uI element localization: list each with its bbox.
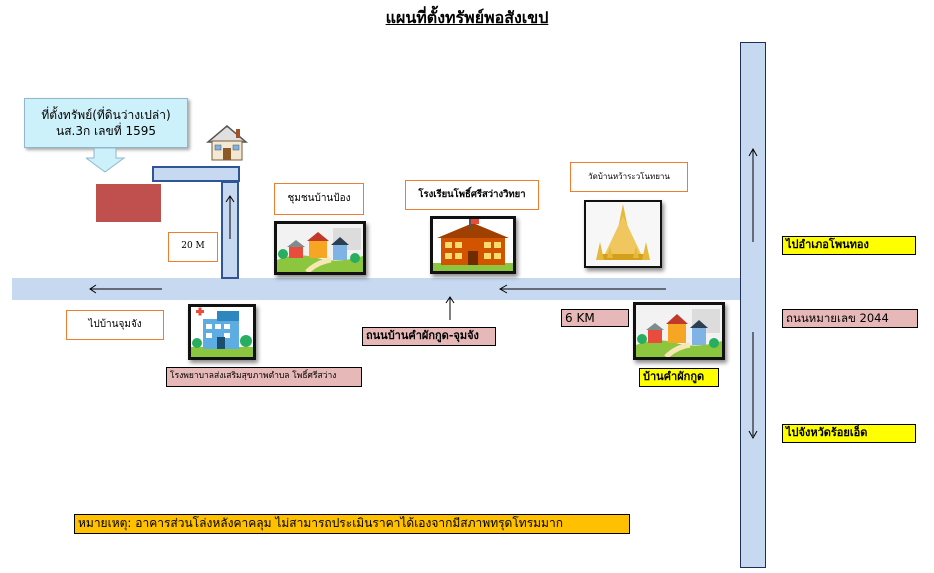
house-icon <box>206 125 248 161</box>
school-label: โรงเรียนโพธิ์ศรีสว่างวิทยา <box>405 180 539 210</box>
property-callout-line1: ที่ตั้งทรัพย์(ที่ดินว่างเปล่า) <box>41 108 171 122</box>
village-icon <box>636 305 722 357</box>
village-kham-phak-kut-picture <box>633 302 725 360</box>
village-icon <box>277 224 363 272</box>
map-title: แผนที่ตั้งทรัพย์พอสังเขป <box>385 8 549 27</box>
highway-2044-label: ถนนหมายเลข 2044 <box>782 309 918 328</box>
remark-note: หมายเหตุ: อาคารส่วนโล่งหลังคาคลุม ไม่สาม… <box>74 514 630 534</box>
up-arrow-icon <box>748 148 758 242</box>
property-plot <box>96 184 161 222</box>
down-arrow-icon <box>86 148 126 173</box>
road-kham-phak-kut-label: ถนนบ้านคำผักกูด-จุมจัง <box>362 327 496 346</box>
temple-picture <box>584 200 662 268</box>
to-roi-et-label: ไปจังหวัดร้อยเอ็ด <box>782 424 916 443</box>
property-callout-line2: นส.3ก เลขที่ 1595 <box>56 124 156 138</box>
distance-6km-label: 6 KM <box>561 309 629 327</box>
up-arrow-icon <box>445 296 455 320</box>
hospital-picture <box>188 304 256 360</box>
property-callout: ที่ตั้งทรัพย์(ที่ดินว่างเปล่า) นส.3ก เลข… <box>24 98 188 148</box>
temple-label: วัดบ้านหว้าระวโนทยาน <box>570 162 688 192</box>
highway-2044-vertical <box>740 42 766 568</box>
distance-20m-label: 20 M <box>168 232 218 262</box>
temple-icon <box>586 202 660 266</box>
left-arrow-icon <box>498 284 666 294</box>
hospital-icon <box>191 307 253 357</box>
hospital-label: โรงพยาบาลส่งเสริมสุขภาพตำบล โพธิ์ศรีสว่า… <box>166 367 362 387</box>
down-arrow-icon <box>748 332 758 440</box>
to-phon-thong-label: ไปอำเภอโพนทอง <box>782 236 916 255</box>
to-ban-chum-chang-label: ไปบ้านจุมจัง <box>66 310 164 340</box>
main-road-horizontal <box>12 278 744 300</box>
village-kham-phak-kut-label: บ้านคำผักกูด <box>639 368 719 387</box>
village-ban-pong-picture <box>274 221 366 275</box>
school-icon <box>433 219 513 271</box>
up-arrow-icon <box>225 195 235 239</box>
village-ban-pong-label: ชุมชนบ้านป้อง <box>274 183 364 215</box>
left-arrow-icon <box>89 284 162 294</box>
school-picture <box>430 216 516 274</box>
access-lane-top <box>152 166 240 182</box>
